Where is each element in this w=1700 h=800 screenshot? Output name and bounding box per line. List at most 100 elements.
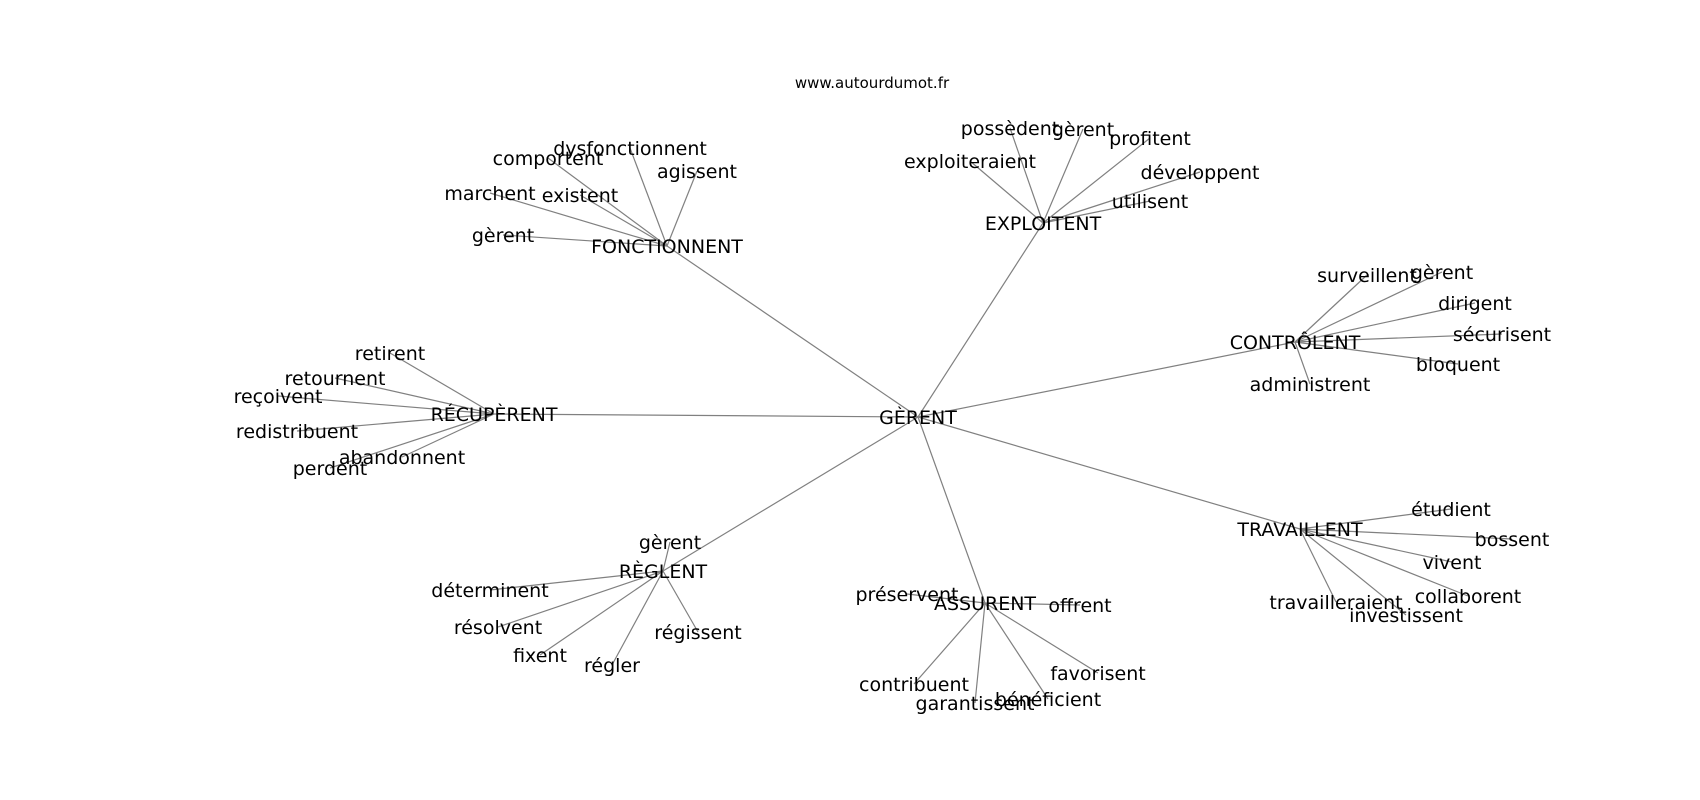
edge-4-3 bbox=[1299, 528, 1469, 597]
edge-2-4 bbox=[1294, 341, 1459, 365]
edge-4-1 bbox=[1299, 528, 1513, 540]
edge-5-1 bbox=[489, 570, 664, 591]
edge-3-5 bbox=[329, 413, 495, 469]
leaf-node: comportent bbox=[493, 148, 604, 170]
edge-center-2 bbox=[917, 341, 1296, 418]
edge-1-4 bbox=[1042, 171, 1201, 224]
edge-3-2 bbox=[277, 395, 495, 415]
edge-6-4 bbox=[984, 602, 1049, 700]
edge-0-5 bbox=[502, 234, 668, 247]
leaf-node: développent bbox=[1141, 162, 1260, 184]
edge-0-4 bbox=[579, 194, 668, 247]
leaf-node: favorisent bbox=[1050, 663, 1145, 685]
edge-3-3 bbox=[296, 413, 495, 432]
leaf-node: préservent bbox=[856, 584, 959, 606]
leaf-node: garantissent bbox=[916, 693, 1035, 715]
edge-6-3 bbox=[974, 602, 986, 704]
edge-center-1 bbox=[917, 222, 1044, 418]
edge-center-4 bbox=[917, 416, 1301, 530]
leaf-node: collaborent bbox=[1415, 586, 1522, 608]
leaf-node: gèrent bbox=[639, 532, 701, 554]
leaf-node: utilisent bbox=[1112, 191, 1188, 213]
edge-center-0 bbox=[666, 245, 919, 418]
leaf-node: retirent bbox=[355, 343, 425, 365]
edge-5-3 bbox=[539, 570, 664, 656]
leaf-node: reçoivent bbox=[234, 386, 323, 408]
group-node: EXPLOITENT bbox=[985, 213, 1102, 235]
leaf-node: résolvent bbox=[454, 617, 542, 639]
group-node: CONTRÔLENT bbox=[1230, 330, 1361, 354]
group-node: ASSURENT bbox=[934, 593, 1036, 615]
group-node: RÉCUPÈRENT bbox=[431, 403, 558, 426]
leaf-node: bossent bbox=[1475, 529, 1550, 551]
edge-4-5 bbox=[1299, 528, 1337, 603]
leaf-node: fixent bbox=[513, 645, 567, 667]
edge-3-4 bbox=[401, 413, 495, 458]
leaf-node: abandonnent bbox=[339, 447, 465, 469]
edge-center-5 bbox=[662, 416, 919, 572]
edge-1-1 bbox=[1042, 128, 1084, 224]
edge-3-0 bbox=[389, 352, 495, 415]
leaf-node: vivent bbox=[1423, 552, 1482, 574]
leaf-node: gèrent bbox=[1052, 119, 1114, 141]
leaf-node: déterminent bbox=[431, 580, 548, 602]
leaf-node: dirigent bbox=[1438, 293, 1512, 315]
leaf-node: bloquent bbox=[1416, 354, 1500, 376]
leaf-node: redistribuent bbox=[236, 421, 358, 443]
edge-center-6 bbox=[917, 416, 986, 604]
edge-2-3 bbox=[1294, 333, 1503, 343]
edge-4-0 bbox=[1299, 508, 1452, 530]
edge-6-0 bbox=[906, 593, 986, 604]
center-node: GÈRENT bbox=[879, 406, 957, 429]
leaf-node: profitent bbox=[1109, 128, 1191, 150]
group-node: TRAVAILLENT bbox=[1236, 519, 1363, 541]
leaf-node: contribuent bbox=[859, 674, 969, 696]
leaf-node: dysfonctionnent bbox=[553, 138, 707, 160]
edge-1-0 bbox=[1009, 127, 1044, 224]
edge-4-2 bbox=[1299, 528, 1453, 563]
leaf-node: étudient bbox=[1411, 499, 1491, 521]
graph-edges bbox=[277, 127, 1513, 704]
edge-6-1 bbox=[984, 602, 1081, 606]
edge-2-0 bbox=[1294, 274, 1368, 343]
edge-5-2 bbox=[497, 570, 664, 628]
edge-0-3 bbox=[489, 192, 668, 247]
edge-2-1 bbox=[1294, 271, 1443, 343]
leaf-node: possèdent bbox=[961, 118, 1059, 140]
leaf-node: sécurisent bbox=[1453, 324, 1551, 346]
edge-0-1 bbox=[547, 157, 668, 247]
leaf-node: offrent bbox=[1048, 595, 1111, 617]
leaf-node: agissent bbox=[657, 161, 737, 183]
edge-6-5 bbox=[984, 602, 1099, 674]
leaf-node: travailleraient bbox=[1269, 592, 1402, 614]
leaf-node: gèrent bbox=[1411, 262, 1473, 284]
leaf-node: régissent bbox=[654, 622, 741, 644]
leaf-node: surveillent bbox=[1317, 265, 1417, 287]
edge-5-5 bbox=[662, 570, 699, 633]
edge-5-0 bbox=[662, 541, 671, 572]
leaf-node: retournent bbox=[285, 368, 386, 390]
watermark: www.autourdumot.fr bbox=[795, 74, 950, 92]
edge-2-5 bbox=[1294, 341, 1311, 385]
edge-0-0 bbox=[629, 147, 668, 247]
edge-1-3 bbox=[969, 160, 1044, 224]
edge-1-2 bbox=[1042, 137, 1151, 224]
edge-4-4 bbox=[1299, 528, 1407, 616]
group-node: RÈGLENT bbox=[619, 560, 708, 583]
leaf-node: administrent bbox=[1250, 374, 1371, 396]
edge-2-2 bbox=[1294, 302, 1476, 343]
edge-0-2 bbox=[666, 170, 698, 247]
edge-6-2 bbox=[913, 602, 986, 685]
edge-5-4 bbox=[611, 570, 664, 666]
leaf-node: régler bbox=[584, 655, 640, 677]
leaf-node: bénéficient bbox=[995, 689, 1101, 711]
leaf-node: gèrent bbox=[472, 225, 534, 247]
leaf-node: marchent bbox=[444, 183, 535, 205]
leaf-node: existent bbox=[542, 185, 618, 207]
leaf-node: perdent bbox=[293, 458, 367, 480]
edge-3-1 bbox=[334, 377, 495, 415]
leaf-node: investissent bbox=[1349, 605, 1463, 627]
leaf-node: exploiteraient bbox=[904, 151, 1036, 173]
